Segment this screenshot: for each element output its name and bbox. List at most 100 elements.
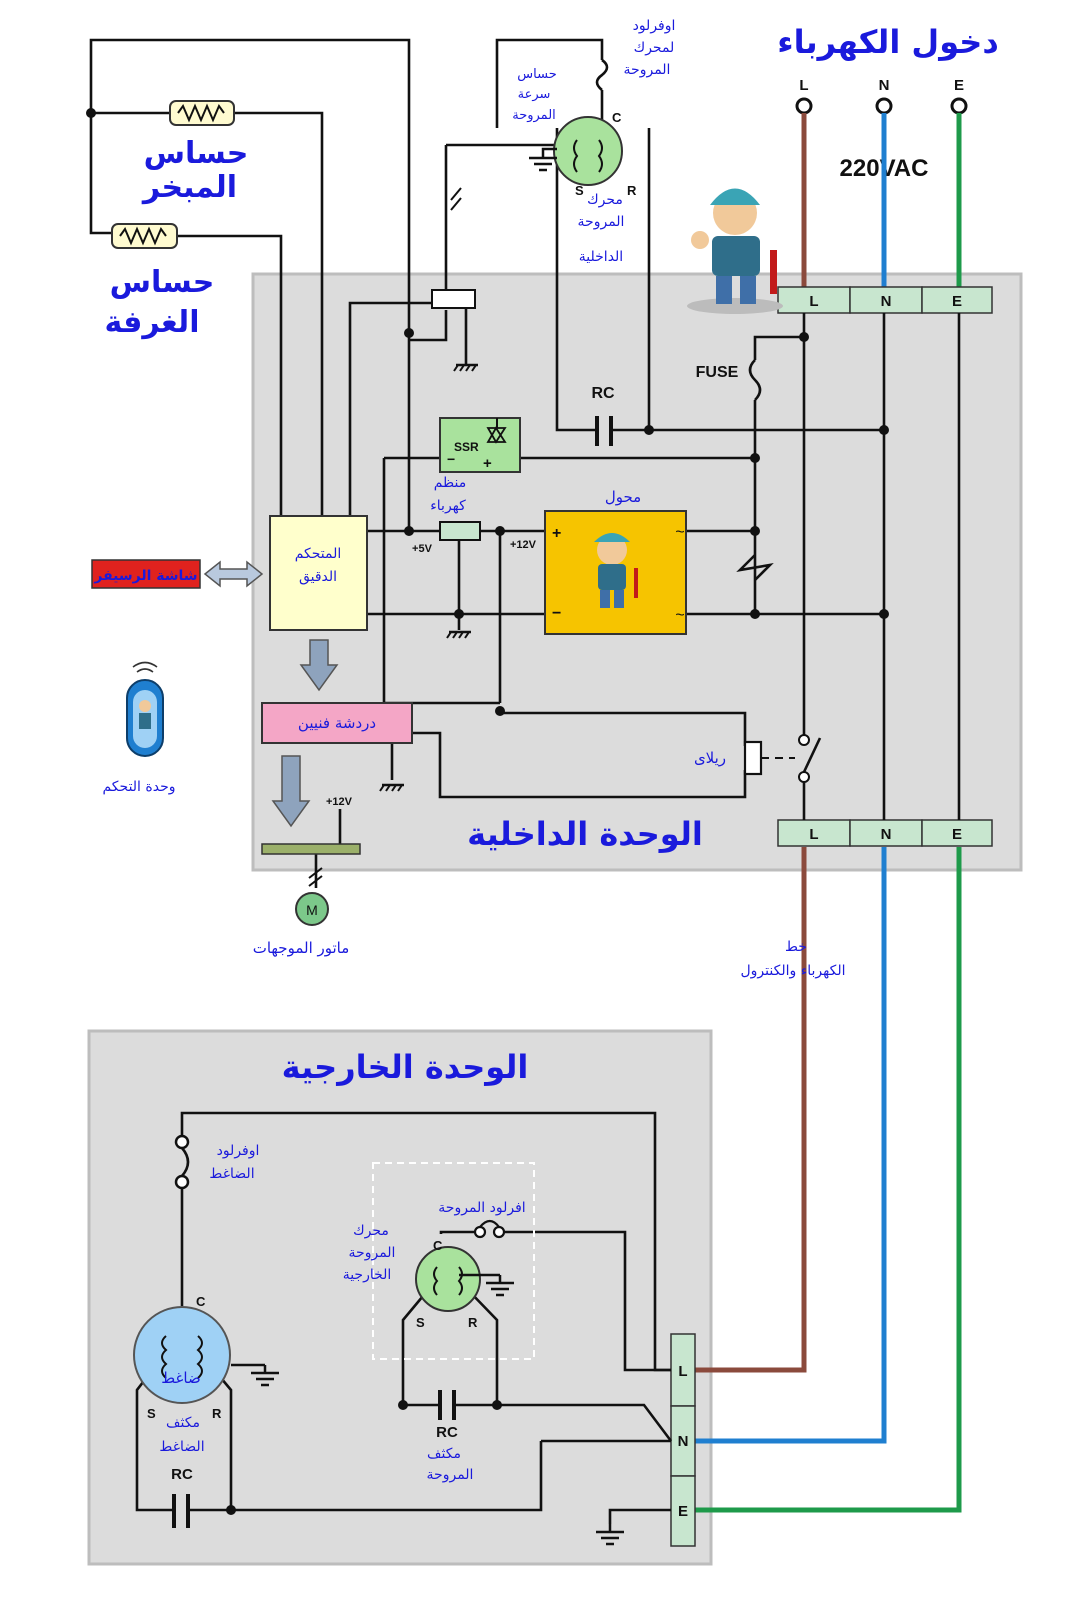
micro-label-2: الدقيق [299, 569, 337, 585]
outdoor-terminal-block: L N E [670, 1333, 696, 1547]
fuse-label: FUSE [696, 364, 739, 381]
outdoor-unit-title: الوحدة الخارجية [282, 1048, 529, 1086]
svg-text:SSR: SSR [454, 440, 479, 454]
driver-label: دردشة فنيين [298, 714, 376, 732]
outdoor-dots [226, 1400, 502, 1515]
supply-terminals: L N E [795, 77, 968, 115]
driver-box [261, 702, 413, 744]
regulator-label-2: كهرباء [430, 498, 466, 514]
svg-text:+: + [552, 525, 561, 542]
outdoor-fan-overload-label: افرلود المروحة [438, 1200, 525, 1216]
outdoor-fan-cap-label-2: المروحة [427, 1467, 474, 1483]
indoor-terminal-block-bottom: L N E [777, 819, 993, 847]
indoor-fan-motor: C S R [553, 110, 637, 198]
outdoor-fan-label-1: محرك [353, 1223, 389, 1239]
louver-v-label: +12V [326, 796, 353, 808]
main-title: دخول الكهرباء [777, 23, 998, 61]
compressor-overload-label-2: الضاغط [209, 1166, 254, 1182]
fan-overload-label-1: اوفرلود [633, 18, 676, 34]
room-sensor-label-2: الغرفة [105, 305, 200, 340]
indoor-unit-title: الوحدة الداخلية [467, 815, 703, 853]
bidirectional-arrow [203, 560, 264, 588]
relay [743, 734, 822, 783]
evaporator-sensor-label-2: المبخر [141, 170, 237, 205]
motor-m-label: M [306, 902, 318, 918]
voltage-regulator [439, 521, 481, 541]
regulator-label-1: منظم [434, 475, 467, 491]
compressor-rc-label: RC [171, 1466, 193, 1483]
outdoor-fan-enclosure [372, 1162, 535, 1360]
outdoor-wiring [135, 1111, 673, 1524]
micro-label-1: المتحكم [295, 546, 342, 562]
ssr-module: SSR − + [439, 417, 521, 473]
svg-text:S: S [575, 183, 584, 198]
svg-text:R: R [627, 183, 637, 198]
svg-text:R: R [468, 1315, 478, 1330]
outdoor-tb-n: N [678, 1433, 689, 1450]
down-arrow-micro [299, 639, 339, 692]
outdoor-fan-rc-label: RC [436, 1424, 458, 1441]
room-sensor-label-1: حساس [110, 265, 215, 300]
supply-l-label: L [799, 77, 808, 94]
outdoor-fan-overload [473, 1219, 506, 1239]
louver-driver-bar [261, 843, 361, 855]
tb-bottom-e: E [952, 826, 962, 843]
power-wires [695, 113, 962, 1513]
outdoor-tb-l: L [678, 1363, 687, 1380]
svg-text:C: C [612, 110, 622, 125]
tb-top-l: L [809, 293, 818, 310]
junction-dots [86, 108, 889, 716]
room-sensor-resistor [111, 223, 178, 249]
indoor-wiring [89, 38, 961, 888]
tb-top-n: N [881, 293, 892, 310]
receiver-label: شاشة الرسيفر [93, 568, 197, 584]
louver-motor [295, 892, 329, 926]
fan-speed-coupler [431, 289, 476, 309]
fuse-symbol [748, 359, 762, 401]
evaporator-sensor-resistor [169, 100, 235, 126]
indoor-fan-label-2: المروحة [578, 214, 625, 230]
compressor-capacitor [172, 1494, 190, 1528]
outdoor-fan-capacitor [438, 1390, 456, 1420]
svg-text:R: R [212, 1406, 222, 1421]
v12-label: +12V [510, 539, 537, 551]
transformer-label: محول [605, 488, 641, 506]
indoor-terminal-block-top: L N E [777, 286, 993, 314]
outdoor-tb-e: E [678, 1503, 688, 1520]
svg-text:+: + [483, 455, 492, 472]
svg-text:C: C [433, 1238, 443, 1253]
indoor-fan-label-1: محرك [587, 192, 623, 208]
tb-top-e: E [952, 293, 962, 310]
fan-overload-label-3: المروحة [624, 62, 671, 78]
indoor-fan-label-3: الداخلية [579, 249, 623, 265]
fan-overload-label-2: لمحرك [634, 40, 675, 56]
v5-label: +5V [412, 543, 433, 555]
outdoor-fan-motor: C S R [415, 1238, 481, 1330]
power-line-label-1: خط [785, 939, 807, 955]
louver-motor-label: ماتور الموجهات [253, 939, 350, 957]
indoor-rc-capacitor: RC [591, 385, 615, 446]
tb-bottom-l: L [809, 826, 818, 843]
fan-speed-label-1: حساس [517, 67, 556, 82]
fan-speed-label-2: سرعة [518, 87, 551, 102]
transformer: + − ~ ~ [544, 510, 687, 635]
evaporator-sensor-label-1: حساس [144, 136, 249, 171]
remote-label: وحدة التحكم [102, 779, 175, 795]
svg-text:−: − [552, 605, 561, 622]
compressor: C S R [133, 1294, 231, 1421]
supply-n-label: N [879, 77, 890, 94]
outdoor-fan-cap-label-1: مكثف [427, 1446, 461, 1462]
svg-text:~: ~ [675, 524, 684, 541]
down-arrow-driver [271, 755, 311, 828]
compressor-label: ضاغط [161, 1369, 200, 1387]
supply-e-label: E [954, 77, 964, 94]
outdoor-fan-label-2: المروحة [349, 1245, 396, 1261]
svg-text:C: C [196, 1294, 206, 1309]
svg-text:−: − [447, 451, 455, 467]
outdoor-unit-panel [87, 1029, 713, 1566]
microcontroller-box [269, 515, 368, 631]
svg-text:RC: RC [591, 385, 615, 402]
tb-bottom-n: N [881, 826, 892, 843]
fan-overload-symbol [595, 58, 609, 92]
